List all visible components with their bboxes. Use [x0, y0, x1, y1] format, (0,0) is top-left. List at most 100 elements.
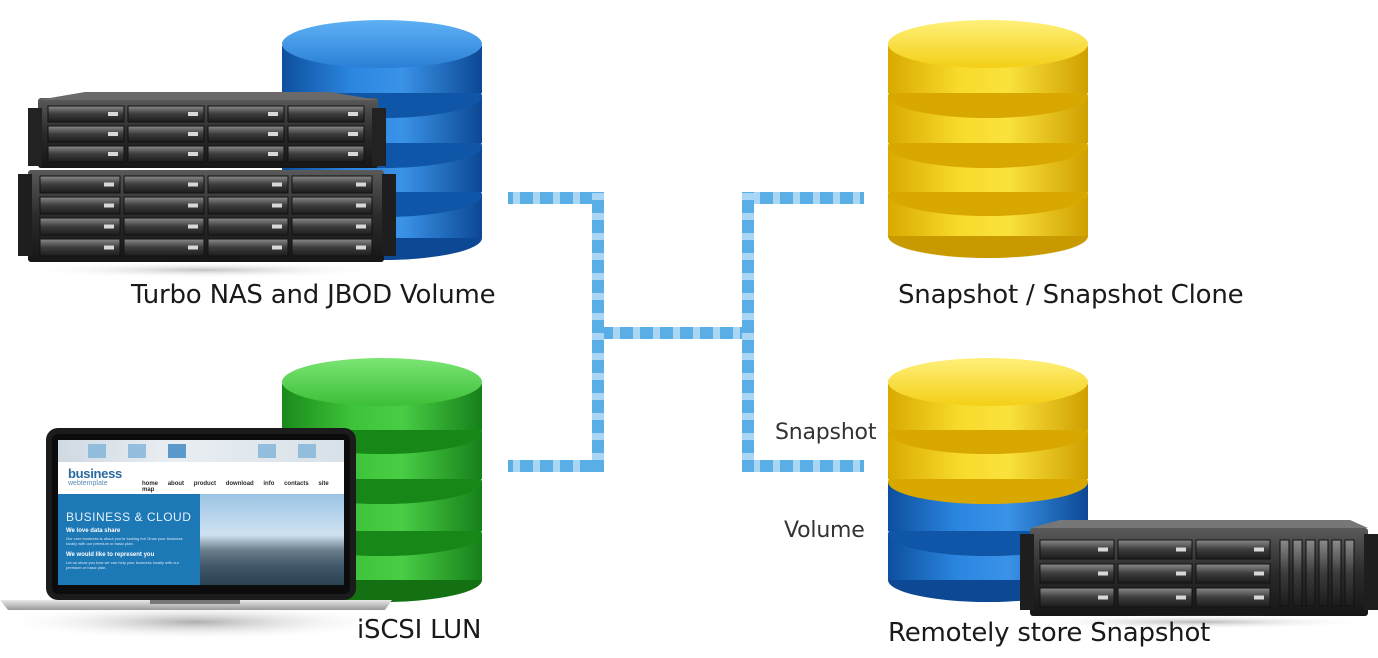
nas-volume-label: Turbo NAS and JBOD Volume [131, 280, 496, 310]
drive-bay [287, 105, 365, 123]
remote-snapshot-label: Remotely store Snapshot [888, 618, 1211, 648]
drive-bay [291, 238, 373, 257]
drive-bay-latch [272, 224, 282, 229]
drive-bay-latch [272, 203, 282, 208]
drive-bay [287, 145, 365, 163]
drive-bay-latch [1098, 547, 1108, 552]
nas-server-icon [1020, 520, 1378, 629]
drive-bay-latch [268, 152, 278, 156]
screen-nav-item: about [167, 481, 185, 487]
drive-bay-latch [356, 203, 366, 208]
screen-block-title: We love data share [66, 528, 121, 534]
drive-bay-latch [356, 224, 366, 229]
drive-bay-latch [188, 203, 198, 208]
drive-bay-latch [108, 132, 118, 136]
screen-photo [200, 494, 344, 585]
drive-bay [207, 175, 289, 194]
drive-bay [47, 105, 125, 123]
drive-bay [207, 238, 289, 257]
screen-brand: business [68, 466, 122, 481]
drive-bay-latch [268, 112, 278, 116]
drive-bay [1039, 587, 1115, 608]
drive-bay-latch [268, 132, 278, 136]
drive-bay-latch [1176, 571, 1186, 576]
drive-bay [47, 145, 125, 163]
drive-bay-latch [1176, 547, 1186, 552]
nas-server-icon [18, 92, 396, 278]
database-icon [888, 20, 1088, 258]
screen-header-bar [58, 440, 344, 462]
drive-bay-latch [1176, 595, 1186, 600]
drive-bay [127, 145, 205, 163]
drive-bay-latch [188, 182, 198, 187]
drive-bay-latch [348, 112, 358, 116]
screen-nav-item: home [142, 481, 159, 487]
drive-bay-latch [348, 132, 358, 136]
drive-bay-slim [1331, 539, 1342, 607]
drive-bay [207, 125, 285, 143]
drive-bay-latch [356, 182, 366, 187]
screen-headline: BUSINESS & CLOUD [66, 510, 192, 524]
drive-bay-latch [104, 203, 114, 208]
drive-bay [291, 196, 373, 215]
screen-nav-item: download [225, 481, 254, 487]
drive-bay-latch [188, 245, 198, 250]
database-icon [888, 358, 1088, 602]
drive-bay [291, 217, 373, 236]
drive-bay-latch [104, 182, 114, 187]
drive-bay-latch [1098, 571, 1108, 576]
snapshot-layer-label: Snapshot [775, 420, 877, 445]
drive-bay [1195, 563, 1271, 584]
screen-nav-item: info [263, 481, 275, 487]
drive-bay-latch [108, 152, 118, 156]
drive-bay [207, 217, 289, 236]
screen-nav-item: contacts [284, 481, 309, 487]
drive-bay [123, 175, 205, 194]
drive-bay-latch [272, 245, 282, 250]
screen-nav-item: site map [142, 481, 329, 493]
drive-bay-latch [1254, 595, 1264, 600]
screen-nav: home about product download info contact… [142, 481, 342, 493]
drive-bay-latch [104, 224, 114, 229]
drive-bay [123, 238, 205, 257]
drive-bay [1039, 539, 1115, 560]
drive-bay-latch [348, 152, 358, 156]
drive-bay [127, 105, 205, 123]
drive-bay-latch [188, 152, 198, 156]
drive-bay-slim [1344, 539, 1355, 607]
drive-bay-slim [1279, 539, 1290, 607]
drive-bay-latch [188, 112, 198, 116]
drive-bay [291, 175, 373, 194]
drive-bay [1117, 587, 1193, 608]
screen-nav-item: product [193, 481, 217, 487]
drive-bay [207, 145, 285, 163]
drive-bay [1195, 587, 1271, 608]
screen-block-text: Our core business is about you're lookin… [66, 536, 183, 546]
drive-bay-latch [104, 245, 114, 250]
drive-bay [39, 217, 121, 236]
drive-bay [123, 217, 205, 236]
drive-bay [207, 105, 285, 123]
drive-bay-latch [272, 182, 282, 187]
drive-bay-latch [108, 112, 118, 116]
drive-bay [1195, 539, 1271, 560]
drive-bay [39, 196, 121, 215]
drive-bay-latch [1254, 547, 1264, 552]
drive-bay [123, 196, 205, 215]
drive-bay [207, 196, 289, 215]
iscsi-lun-label: iSCSI LUN [357, 615, 482, 645]
drive-bay-latch [188, 224, 198, 229]
volume-layer-label: Volume [784, 518, 865, 543]
drive-bay-latch [1098, 595, 1108, 600]
drive-bay [1117, 563, 1193, 584]
drive-bay [47, 125, 125, 143]
drive-bay [1039, 563, 1115, 584]
drive-bay [39, 175, 121, 194]
drive-bay-slim [1318, 539, 1329, 607]
snapshot-clone-label: Snapshot / Snapshot Clone [898, 280, 1244, 310]
screen-block-title: We would like to represent you [66, 552, 155, 558]
laptop-screen: business webtemplate home about product … [58, 440, 344, 585]
drive-bay [127, 125, 205, 143]
drive-bay [1117, 539, 1193, 560]
drive-bay [39, 238, 121, 257]
